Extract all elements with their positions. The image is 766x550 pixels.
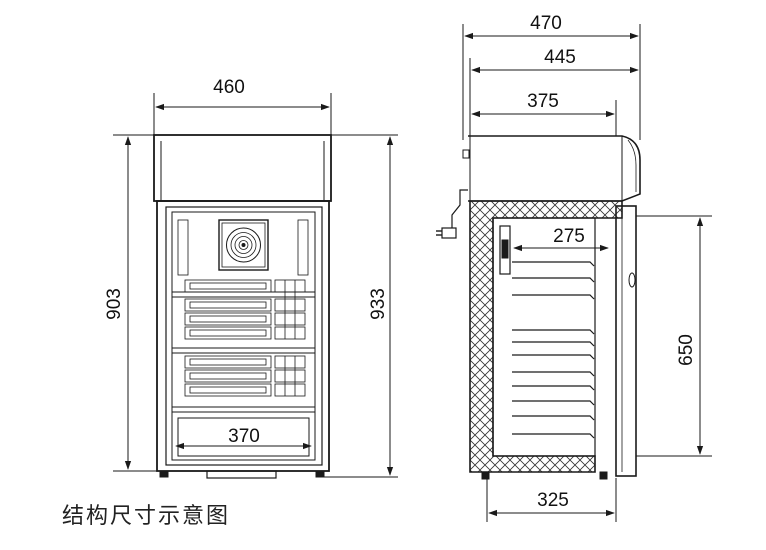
side-shelves [512, 261, 595, 439]
power-cord [451, 189, 468, 228]
front-view [153, 134, 332, 479]
front-inner-height-label: 903 [104, 288, 125, 320]
front-products-lower [184, 355, 306, 397]
side-depth-body-label: 445 [544, 47, 576, 68]
diagram-caption: 结构尺寸示意图 [62, 504, 231, 529]
front-foot-left [159, 470, 169, 478]
front-dimensions [113, 93, 398, 478]
side-shelf-depth-label: 275 [553, 226, 585, 247]
front-foot-right [315, 470, 325, 478]
side-door [615, 205, 637, 477]
front-inner-width-label: 370 [228, 426, 260, 447]
evaporator-block [499, 225, 511, 275]
side-depth-total-label: 470 [530, 13, 562, 34]
fan-icon [218, 219, 269, 271]
side-view [436, 135, 641, 480]
side-inner-liner [492, 217, 596, 457]
side-foot-front [599, 471, 608, 480]
side-top-canopy [468, 135, 641, 202]
side-dimensions [462, 24, 712, 522]
front-shelves [171, 291, 316, 413]
side-foot-rear [481, 471, 490, 480]
front-base-plinth [206, 470, 277, 479]
side-base-depth-label: 325 [537, 490, 569, 511]
door-handle-icon [628, 272, 636, 288]
front-total-height-label: 933 [368, 288, 389, 320]
plug-icon [441, 227, 457, 239]
front-width-label: 460 [213, 77, 245, 98]
front-products-upper [184, 279, 306, 340]
side-door-height-label: 650 [676, 334, 697, 366]
side-depth-top-label: 375 [527, 91, 559, 112]
front-top-canopy [153, 134, 332, 202]
